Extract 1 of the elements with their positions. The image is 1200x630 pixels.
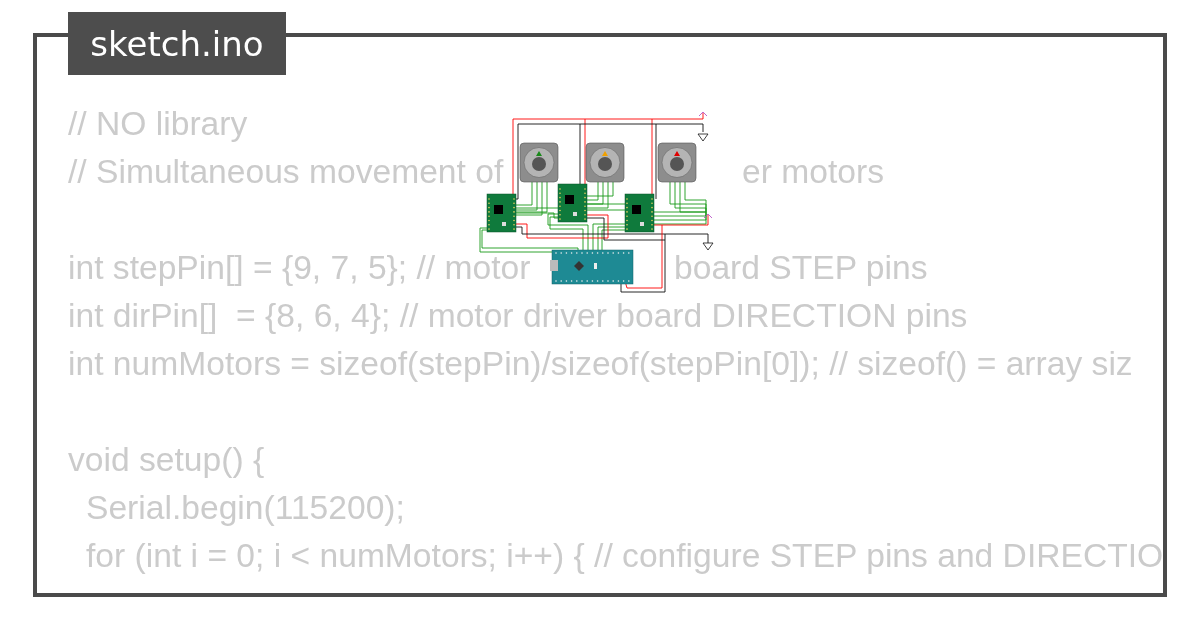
file-name-tab: sketch.ino [68, 12, 286, 75]
